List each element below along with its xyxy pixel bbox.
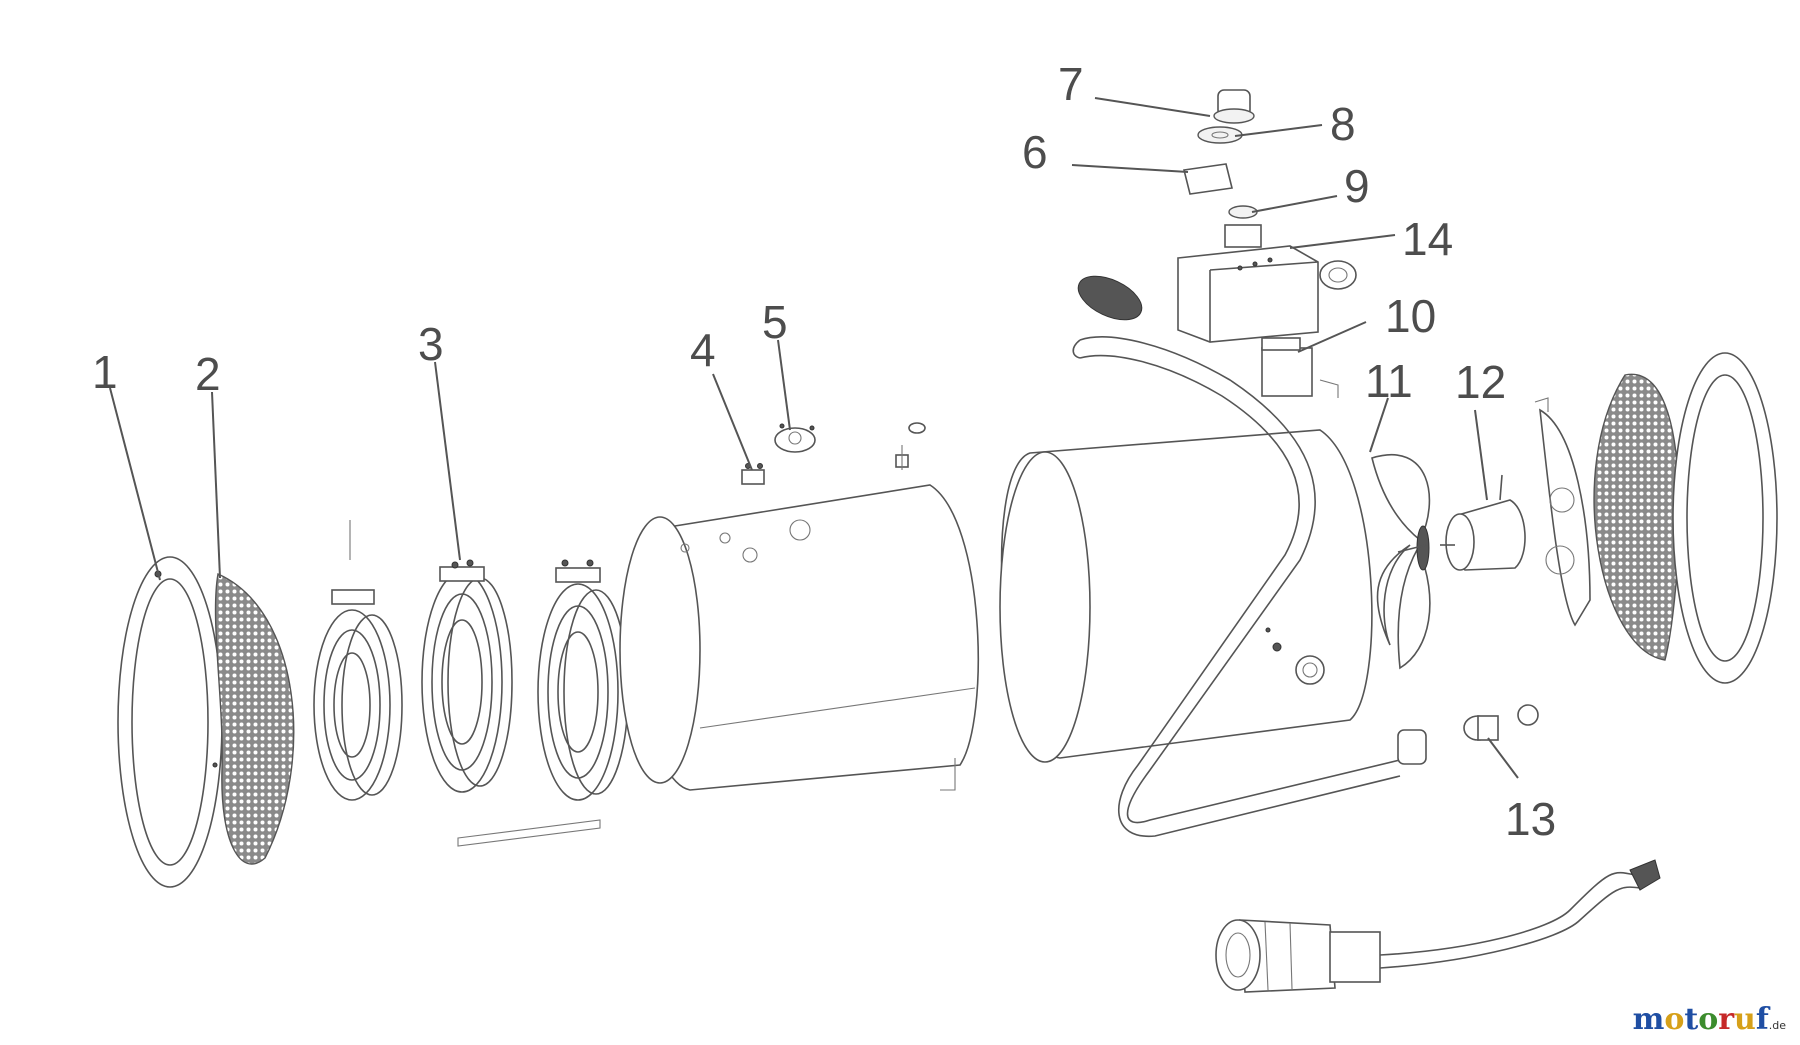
heating-element-3 <box>537 559 629 801</box>
callout-12: 12 <box>1455 356 1506 408</box>
small-fittings <box>895 422 926 470</box>
leader-6 <box>1071 164 1189 173</box>
motoruf-logo-watermark: motoruf.de <box>1632 1002 1786 1037</box>
knob-part <box>1213 89 1255 124</box>
heating-element-1 <box>313 520 403 801</box>
heating-elements-part <box>313 520 629 847</box>
rear-grille-part <box>1593 373 1680 661</box>
inner-cylinder <box>619 484 980 791</box>
callout-8: 8 <box>1330 98 1356 150</box>
rear-ring-part <box>1672 352 1778 684</box>
callout-5: 5 <box>762 296 788 348</box>
callout-9: 9 <box>1344 160 1370 212</box>
thermostat-part <box>774 423 816 453</box>
leader-7 <box>1094 97 1211 117</box>
callout-2: 2 <box>195 348 221 400</box>
motor-bracket-part <box>1534 397 1591 627</box>
switch-bracket-part <box>1224 205 1262 248</box>
leader-2 <box>211 391 221 579</box>
leader-12 <box>1474 409 1488 501</box>
leader-8 <box>1234 124 1323 137</box>
handle-frame <box>1072 336 1427 837</box>
thermostat-small-part <box>741 463 765 485</box>
leader-9 <box>1251 195 1338 213</box>
motor-part <box>1440 474 1526 571</box>
switch-block-part <box>1183 163 1233 195</box>
leader-3 <box>434 361 461 561</box>
fan-blade-part <box>1371 454 1431 670</box>
leader-10 <box>1297 321 1367 353</box>
leader-lines <box>109 97 1519 779</box>
control-box-part <box>1177 245 1319 343</box>
front-ring-part <box>117 556 223 888</box>
callout-11: 11 <box>1365 355 1413 407</box>
hose-section <box>1077 275 1143 321</box>
cable-gland-top <box>1319 260 1357 290</box>
leader-4 <box>712 373 753 471</box>
callout-13: 13 <box>1505 793 1556 845</box>
leader-5 <box>777 339 791 431</box>
relay-part <box>1261 337 1339 398</box>
leader-11 <box>1369 397 1389 453</box>
leader-1 <box>109 387 161 581</box>
callout-14: 14 <box>1402 213 1453 265</box>
cable-gland-part <box>1463 704 1539 741</box>
callout-1: 1 <box>92 346 118 398</box>
leader-14 <box>1289 234 1396 249</box>
callout-6: 6 <box>1022 126 1048 178</box>
callout-7: 7 <box>1058 58 1084 110</box>
callout-10: 10 <box>1385 290 1436 342</box>
outer-housing <box>999 429 1373 763</box>
callout-3: 3 <box>418 318 444 370</box>
callout-labels: 1 2 3 4 5 6 7 8 9 10 11 12 13 14 <box>92 58 1556 845</box>
front-grille-part <box>214 572 295 865</box>
callout-4: 4 <box>690 324 716 376</box>
leader-13 <box>1487 737 1519 779</box>
power-cable-plug <box>1215 859 1661 993</box>
heating-element-2 <box>421 559 513 793</box>
